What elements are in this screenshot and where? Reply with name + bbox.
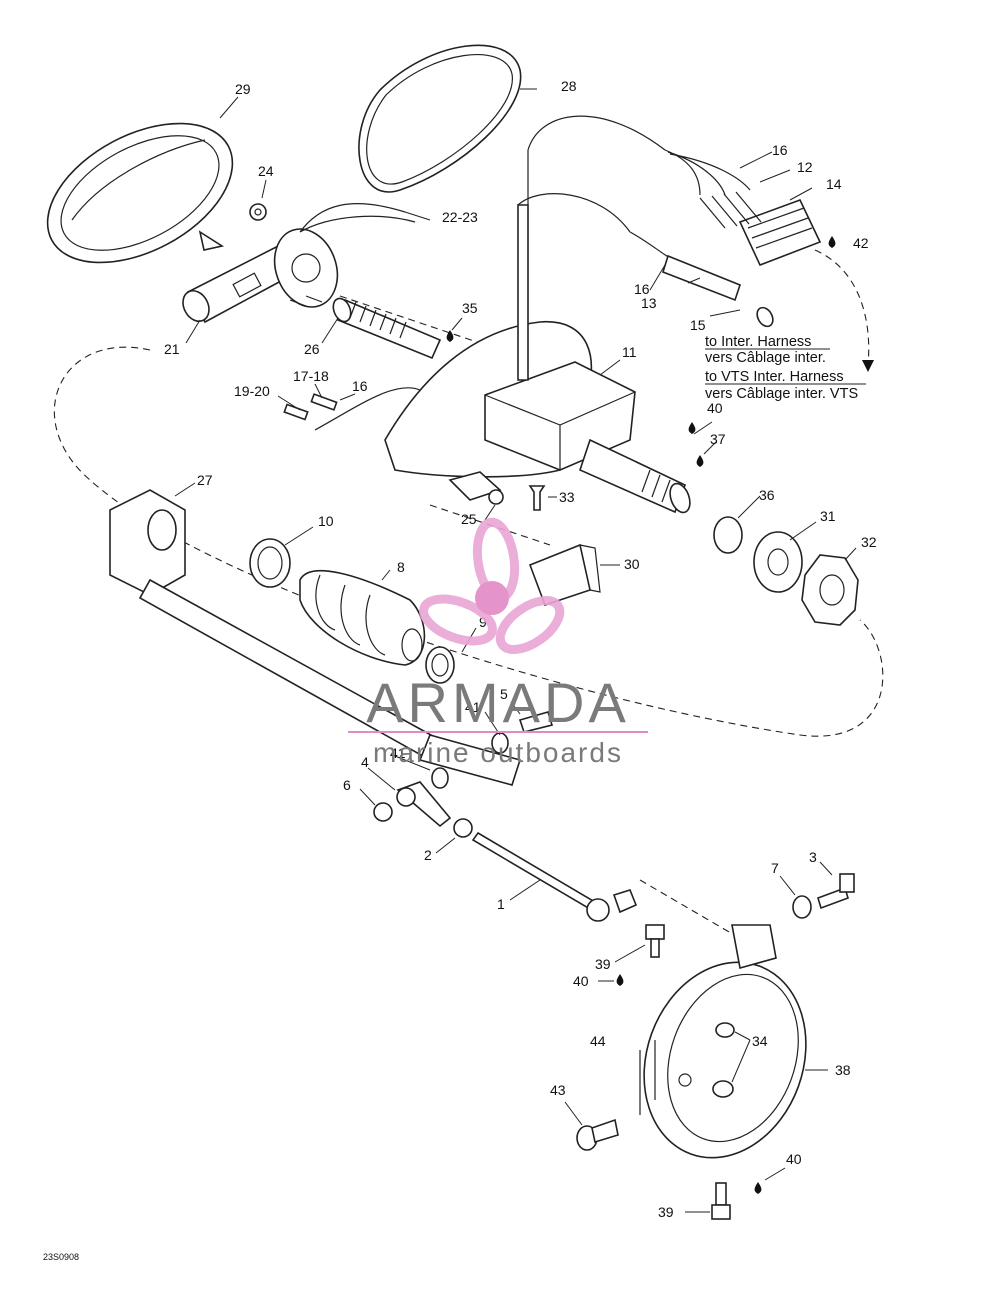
wire-terminals-part-17 (283, 295, 421, 431)
belt-part-28 (358, 44, 522, 193)
nut-part-24 (249, 203, 267, 221)
cover-part-29 (46, 122, 234, 264)
screw-part-33 (528, 485, 546, 511)
callout-4: 4 (361, 754, 369, 770)
bracket-part-30 (528, 543, 601, 607)
washer-part-7 (792, 895, 812, 919)
callout-38: 38 (835, 1062, 851, 1078)
harness-note: to Inter. Harness vers Câblage inter. to… (705, 334, 866, 402)
callout-30: 30 (624, 556, 640, 572)
callout-3: 3 (809, 849, 817, 865)
sealant-drop-icon (754, 1182, 762, 1194)
callout-39-a: 39 (595, 956, 611, 972)
callout-39-b: 39 (658, 1204, 674, 1220)
callout-9: 9 (479, 614, 487, 630)
callout-32: 32 (861, 534, 877, 550)
propeller-logo-icon (419, 517, 565, 654)
callout-15: 15 (690, 317, 706, 333)
screw-part-39-lower (711, 1182, 731, 1220)
callout-31: 31 (820, 508, 836, 524)
worm-screw-part-26 (332, 297, 442, 360)
harness-note-line1: to Inter. Harness (705, 334, 811, 350)
housing-part-11 (384, 115, 666, 501)
callout-13: 13 (641, 295, 657, 311)
harness-arrow (814, 249, 870, 366)
sealant-drop-icon (616, 974, 624, 986)
callout-2: 2 (424, 847, 432, 863)
push-rod-part-1 (471, 831, 638, 922)
callout-16-left: 16 (352, 378, 368, 394)
harness-connector-part-14 (664, 149, 822, 267)
armada-title: ARMADA (366, 671, 630, 734)
armada-watermark: ARMADA marine outboards (348, 517, 648, 768)
nut-part-25 (488, 489, 504, 505)
callout-35: 35 (462, 300, 478, 316)
shaft-part-27 (109, 489, 442, 762)
callout-19-20: 19-20 (234, 383, 270, 399)
callout-41-b: 41 (390, 745, 406, 761)
harness-note-line2: vers Câblage inter. (705, 350, 826, 366)
drawing-code: 23S0908 (43, 1252, 79, 1262)
callout-40-c: 40 (786, 1151, 802, 1167)
motor-part-21 (182, 203, 416, 324)
callout-8: 8 (397, 559, 405, 575)
harness-arrowhead (862, 360, 874, 372)
callout-33: 33 (559, 489, 575, 505)
callout-34: 34 (752, 1033, 768, 1049)
callout-6: 6 (343, 777, 351, 793)
bolt-part-3 (817, 873, 855, 910)
dashed-guide-shaft (339, 295, 481, 344)
callout-43: 43 (550, 1082, 566, 1098)
armada-subtitle: marine outboards (373, 737, 623, 768)
callout-12: 12 (797, 159, 813, 175)
callout-25: 25 (461, 511, 477, 527)
sealant-drop-icon (696, 455, 704, 467)
callout-5: 5 (500, 686, 508, 702)
callout-42: 42 (853, 235, 869, 251)
callout-16-mid: 16 (634, 281, 650, 297)
callout-37: 37 (710, 431, 726, 447)
screw-part-39 (645, 924, 665, 958)
washer-part-31 (753, 531, 803, 593)
ring-part-9 (425, 646, 455, 684)
callout-29: 29 (235, 81, 251, 97)
shaft-end-part-37 (579, 438, 691, 514)
callout-36: 36 (759, 487, 775, 503)
ring-part-10 (249, 538, 291, 588)
sealant-drop-icon (446, 330, 454, 342)
callout-11: 11 (622, 344, 637, 360)
linkage-part-4 (373, 711, 554, 838)
callout-21: 21 (164, 341, 180, 357)
callout-24: 24 (258, 163, 274, 179)
callout-27: 27 (197, 472, 213, 488)
screw-part-43 (576, 1118, 619, 1151)
harness-note-line4: vers Câblage inter. VTS (705, 386, 858, 402)
sealant-drop-icon (688, 422, 696, 434)
harness-note-line3: to VTS Inter. Harness (705, 369, 844, 385)
callout-26: 26 (304, 341, 320, 357)
callout-7: 7 (771, 860, 779, 876)
callout-1: 1 (497, 896, 505, 912)
callout-40-a: 40 (707, 400, 723, 416)
callout-44: 44 (590, 1033, 606, 1049)
callout-leaders (174, 88, 857, 1213)
nut-part-32 (801, 554, 859, 626)
callout-28: 28 (561, 78, 577, 94)
o-ring-part-36 (713, 516, 743, 554)
callout-22-23: 22-23 (442, 209, 478, 225)
sealant-drop-icon (828, 236, 836, 248)
callout-41-a: 41 (465, 699, 481, 715)
ring-housing-part-38 (639, 924, 807, 1159)
callout-17-18: 17-18 (293, 368, 329, 384)
callout-40-b: 40 (573, 973, 589, 989)
callout-14: 14 (826, 176, 842, 192)
callout-10: 10 (318, 513, 334, 529)
callout-16-top: 16 (772, 142, 788, 158)
bellows-part-8 (299, 569, 426, 666)
vts-connector-part-13 (629, 231, 774, 328)
